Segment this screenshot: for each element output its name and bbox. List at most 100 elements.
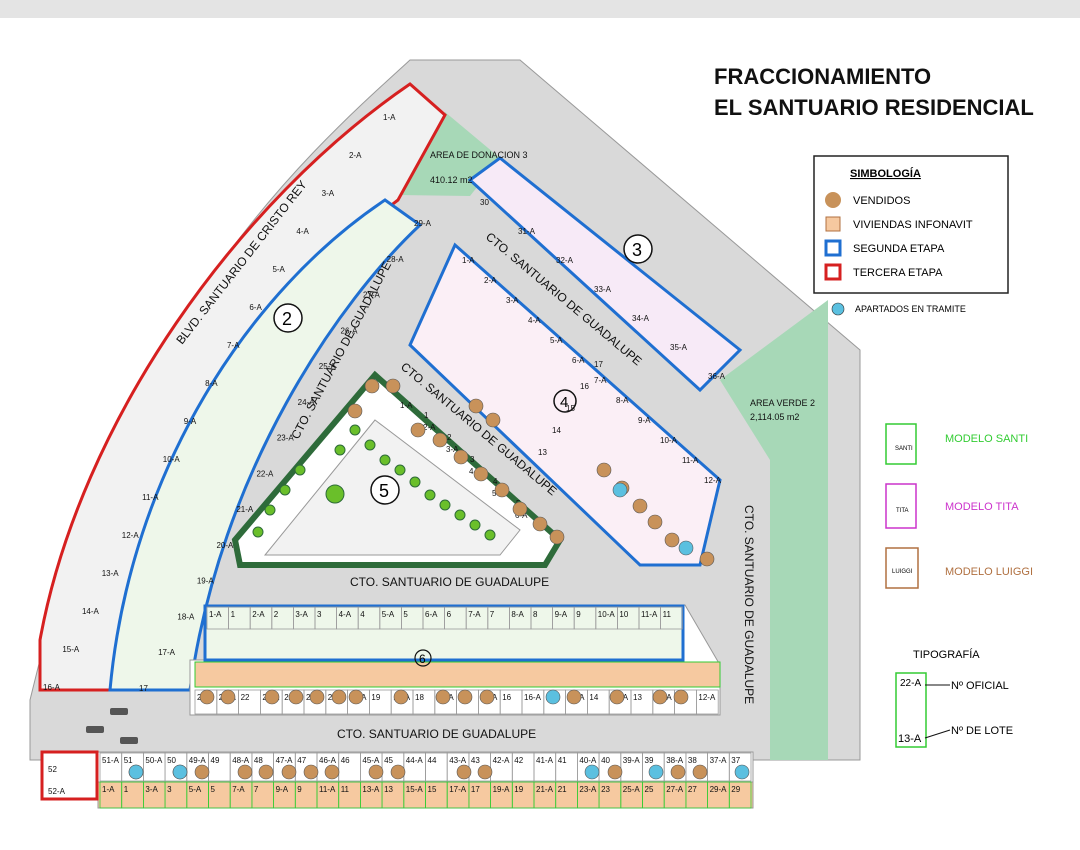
lot-label: 4-A <box>528 316 541 325</box>
lot-label: 52 <box>48 765 57 774</box>
lot-cell <box>696 689 719 715</box>
lot-label: 49-A <box>189 756 207 765</box>
sold-marker <box>670 764 686 780</box>
reserved-marker <box>734 764 750 780</box>
lot-label: 26-A <box>341 326 359 335</box>
sold-marker <box>607 764 623 780</box>
luiggi-model-icon <box>885 547 919 589</box>
sold-marker <box>364 378 380 394</box>
lot-label: 19 <box>371 693 380 702</box>
lot-label: 5 <box>403 610 408 619</box>
sold-marker <box>368 764 384 780</box>
sold-marker <box>453 449 469 465</box>
sold-marker <box>331 689 347 705</box>
lot-label: 9-A <box>276 785 289 794</box>
lot-label: 31-A <box>518 227 536 236</box>
lot-label: 48 <box>254 756 263 765</box>
sold-marker <box>456 764 472 780</box>
street-label-cto-6: CTO. SANTUARIO DE GUADALUPE <box>742 505 756 704</box>
lots-block4: 1-A2-A3-A4-A5-A6-A7-A8-A9-A10-A11-A12-A1… <box>462 256 722 485</box>
lot-label: 15-A <box>62 645 80 654</box>
lot-label: 19 <box>514 785 523 794</box>
sold-marker <box>199 689 215 705</box>
lot-label: 29 <box>731 785 740 794</box>
lot-label: 13-A <box>102 569 120 578</box>
typography-lot-icon <box>895 672 927 748</box>
lot-label: 3 <box>167 785 172 794</box>
sold-marker <box>664 532 680 548</box>
model-inner-label: TITA <box>896 508 909 514</box>
lot-label: 8-A <box>205 379 218 388</box>
lot-label: 2 <box>274 610 279 619</box>
sold-marker <box>220 689 236 705</box>
sold-marker <box>258 764 274 780</box>
lot-label: 11 <box>341 785 350 794</box>
lot-label: 44 <box>428 756 437 765</box>
lot-label: 11 <box>663 610 672 619</box>
lot-label: 11-A <box>319 785 336 794</box>
lot-label: 2-A <box>423 423 436 432</box>
lot-label: 13 <box>633 693 642 702</box>
reserved-marker <box>678 540 694 556</box>
model-santi-label: MODELO SANTI <box>945 433 1028 445</box>
lot-label: 11-A <box>142 493 159 502</box>
lot-label: 17-A <box>158 648 176 657</box>
legend-item-label: SEGUNDA ETAPA <box>853 243 945 255</box>
lot-label: 47-A <box>276 756 294 765</box>
sold-marker <box>609 689 625 705</box>
lot-label: 5-A <box>189 785 202 794</box>
sold-marker <box>596 462 612 478</box>
typography-heading: TIPOGRAFÍA <box>913 648 980 661</box>
lot-label: 33-A <box>594 285 612 294</box>
sold-marker <box>477 764 493 780</box>
lot-label: 15 <box>566 404 575 413</box>
lot-cell <box>728 752 752 782</box>
lot-label: 39-A <box>623 756 641 765</box>
lot-label: 5 <box>211 785 216 794</box>
lot-label: 17 <box>594 360 603 369</box>
lot-label: 37 <box>731 756 740 765</box>
typography-oficial-example: 22-A <box>900 678 921 689</box>
lot-label: 12-A <box>122 531 140 540</box>
block-4 <box>408 242 722 567</box>
typography-oficial-label: Nº OFICIAL <box>951 680 1009 692</box>
area-verde-name: AREA VERDE 2 <box>750 398 815 408</box>
apartado-icon <box>831 302 845 316</box>
lot-label: 45 <box>384 756 393 765</box>
lot-label: 44-A <box>406 756 424 765</box>
lot-label: 21-A <box>236 505 254 514</box>
reserved-marker <box>545 689 561 705</box>
lot-label: 51-A <box>102 756 120 765</box>
sold-marker <box>303 764 319 780</box>
block-2 <box>38 82 447 692</box>
manzana-2: 2 <box>282 309 292 329</box>
lot-label: 23-A <box>579 785 597 794</box>
lot-label: 1-A <box>400 401 413 410</box>
lot-label: 40-A <box>579 756 597 765</box>
lot-label: 37-A <box>710 756 728 765</box>
model-legend: SANTI MODELO SANTI TITA MODELO TITA LUIG… <box>885 423 1033 589</box>
manzana-5: 5 <box>379 481 389 501</box>
model-luiggi-label: MODELO LUIGGI <box>945 566 1033 578</box>
sold-marker <box>457 689 473 705</box>
lot-label: 42-A <box>493 756 511 765</box>
pointer-line <box>924 729 951 739</box>
lot-label: 38-A <box>666 756 684 765</box>
lot-label: 49 <box>211 756 220 765</box>
lot-label: 1 <box>231 610 236 619</box>
lot-label: 41 <box>558 756 567 765</box>
sold-marker <box>385 378 401 394</box>
lot-label: 13 <box>538 448 547 457</box>
lot-label: 8-A <box>511 610 524 619</box>
sold-marker <box>393 689 409 705</box>
lot-label: 3 <box>317 610 322 619</box>
lot-label: 7-A <box>227 341 240 350</box>
lot-label: 7-A <box>468 610 481 619</box>
lot-label: 13 <box>384 785 393 794</box>
typography-lote-label: Nº DE LOTE <box>951 725 1013 737</box>
sold-marker <box>194 764 210 780</box>
legend-heading: SIMBOLOGÍA <box>850 167 921 180</box>
area-verde-2 <box>720 300 828 760</box>
lot-label: 9-A <box>555 610 568 619</box>
